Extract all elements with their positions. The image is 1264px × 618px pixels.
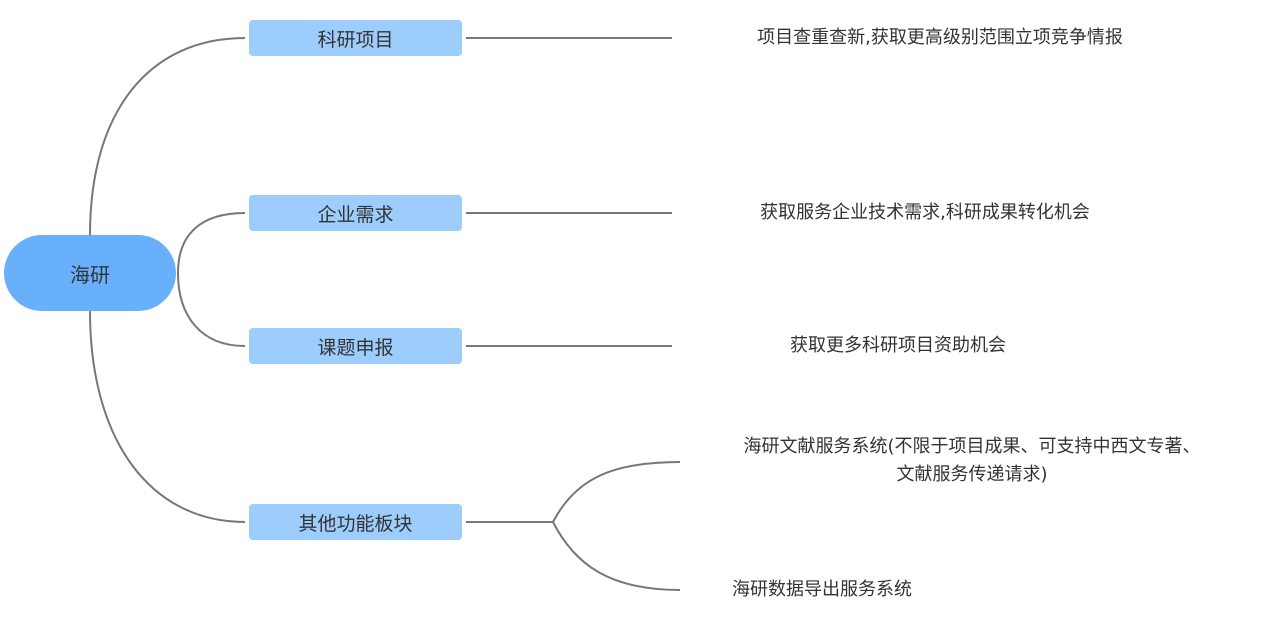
branch-label: 课题申报: [317, 336, 394, 359]
leaf-node-literature[interactable]: 海研文献服务系统(不限于项目成果、可支持中西文专著、 文献服务传递请求): [743, 433, 1200, 489]
leaf-line: 文献服务传递请求): [896, 464, 1048, 485]
branch-node-keyan[interactable]: 科研项目: [249, 20, 462, 56]
leaf-node[interactable]: 获取服务企业技术需求,科研成果转化机会: [760, 202, 1090, 223]
leaf-node[interactable]: 项目查重查新,获取更高级别范围立项竞争情报: [757, 27, 1123, 48]
root-node[interactable]: 海研: [4, 235, 176, 311]
link-other-leaf2: [552, 521, 681, 591]
leaf-node[interactable]: 获取更多科研项目资助机会: [790, 335, 1006, 356]
leaf-node-data-export[interactable]: 海研数据导出服务系统: [732, 579, 912, 600]
branch-node-keti[interactable]: 课题申报: [249, 328, 462, 364]
link-other-leaf1: [552, 461, 681, 523]
branch-label: 企业需求: [317, 203, 394, 226]
link-root-keti: [177, 272, 246, 347]
link-root-other: [89, 310, 246, 523]
leaf-line: 海研文献服务系统(不限于项目成果、可支持中西文专著、: [743, 436, 1201, 457]
link-root-qiye: [177, 212, 246, 274]
branch-node-qiye[interactable]: 企业需求: [249, 195, 462, 231]
link-root-keyan: [89, 37, 246, 236]
root-label: 海研: [70, 262, 110, 287]
branch-label: 其他功能板块: [298, 512, 413, 535]
branch-node-other[interactable]: 其他功能板块: [249, 504, 462, 540]
branch-label: 科研项目: [317, 28, 394, 51]
